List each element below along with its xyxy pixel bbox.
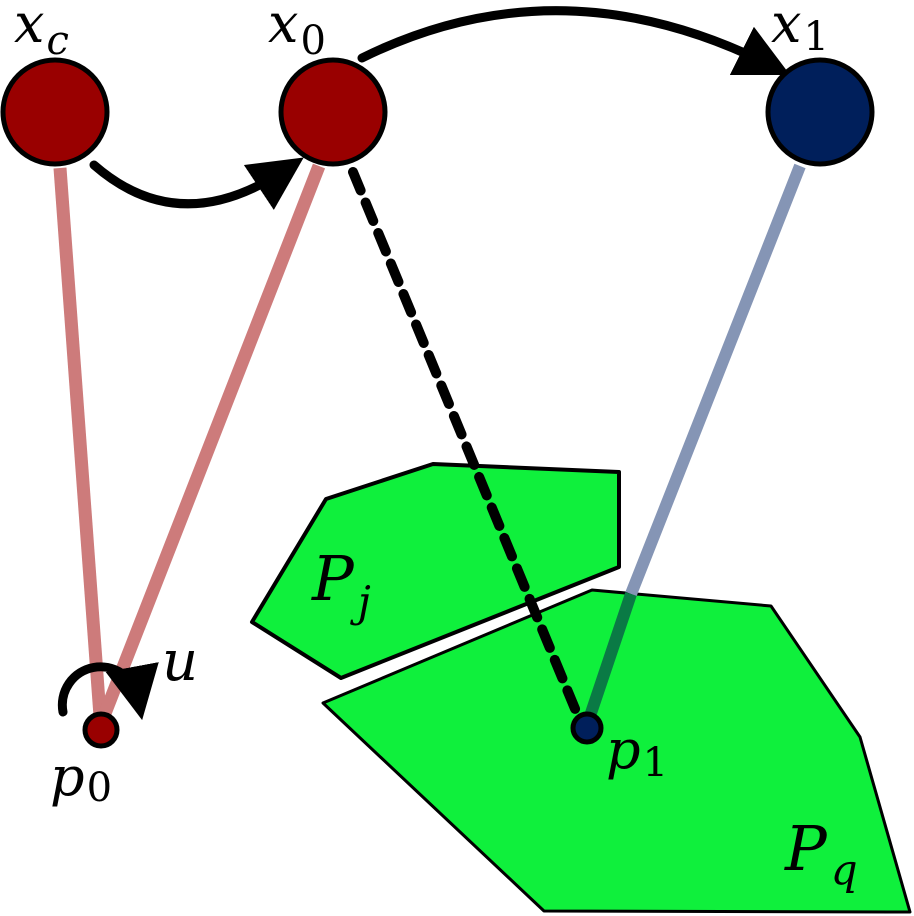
node-xc: [0, 57, 110, 167]
label-u: u: [162, 629, 198, 694]
ray-x1-p1-occluded: [582, 592, 637, 724]
node-p0: [82, 711, 120, 749]
label-x1: x1: [771, 0, 829, 60]
arrow-x0-to-x1: [357, 6, 791, 76]
node-p1: [570, 711, 604, 745]
label-p0: p0: [50, 745, 112, 811]
ray-xc-p0: [53, 167, 107, 717]
node-x1: [765, 57, 875, 167]
label-pq: Pq: [784, 812, 858, 894]
label-xc: xc: [14, 0, 69, 64]
rotation-arrow-u: [57, 662, 159, 721]
label-p1: p1: [606, 718, 668, 786]
polygon-pj: [250, 462, 621, 680]
arrow-xc-to-x0: [89, 157, 304, 210]
polygon-pq: [321, 588, 912, 914]
ray-x1-p1: [625, 163, 806, 597]
node-x0: [278, 57, 388, 167]
label-pj: Pj: [311, 542, 371, 626]
label-x0: x0: [268, 0, 326, 64]
ray-x0-p0: [97, 163, 326, 719]
dashed-ray-x0-p1: [348, 167, 583, 721]
